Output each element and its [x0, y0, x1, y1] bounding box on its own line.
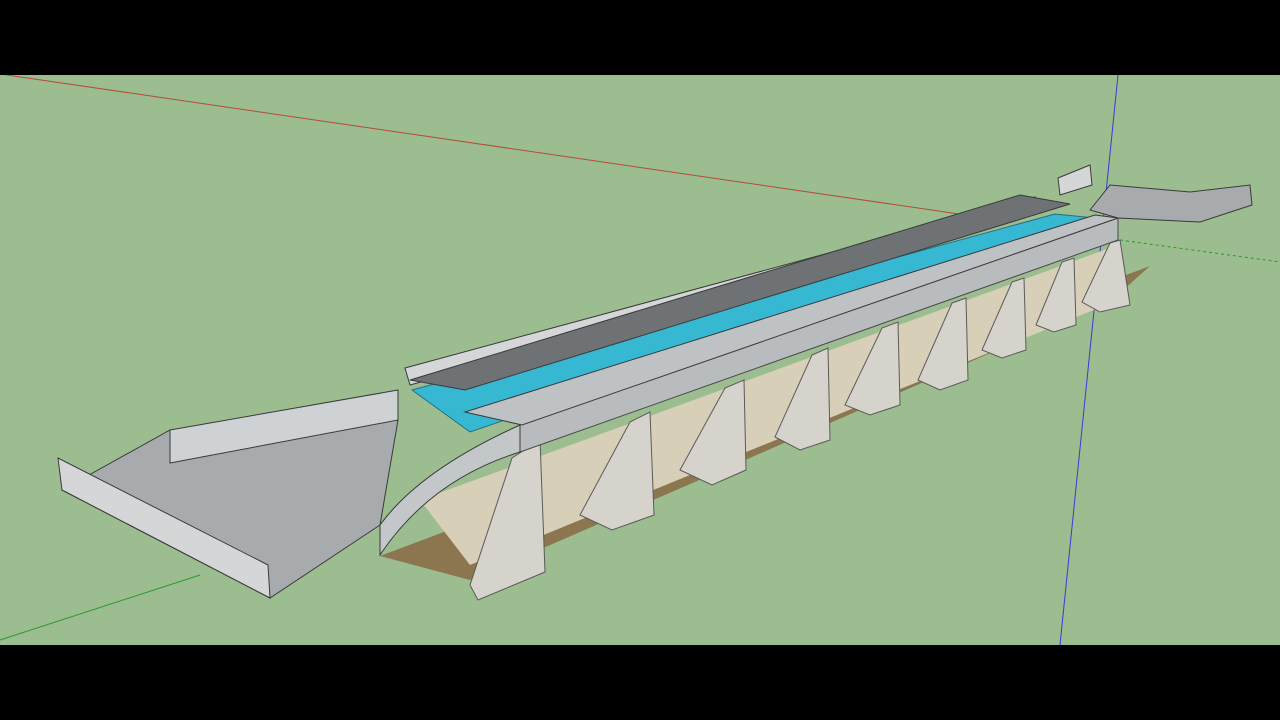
red-axis — [3, 75, 1001, 221]
right-exit-floor — [1089, 184, 1253, 223]
pier-6 — [917, 297, 969, 391]
top-letterbox — [0, 0, 1280, 75]
right-exit-wall — [1057, 164, 1093, 196]
blue-axis — [1059, 75, 1119, 645]
pier-5 — [844, 321, 901, 416]
pier-2 — [579, 411, 655, 531]
pier-9 — [1081, 239, 1131, 313]
scene-svg[interactable] — [0, 75, 1280, 645]
modeling-viewport[interactable] — [0, 75, 1280, 645]
pier-7 — [981, 277, 1027, 359]
piers — [469, 239, 1131, 601]
pier-8 — [1035, 257, 1077, 333]
pier-3 — [679, 379, 747, 486]
left-entry-back-wall — [169, 389, 399, 464]
green-axis-back — [1119, 239, 1280, 263]
pier-4 — [774, 347, 831, 451]
left-entry-side-wall — [57, 457, 271, 599]
green-axis-front — [0, 574, 201, 641]
left-curved-wing-wall — [379, 424, 521, 557]
top-slab — [409, 194, 1071, 391]
bottom-letterbox — [0, 645, 1280, 720]
